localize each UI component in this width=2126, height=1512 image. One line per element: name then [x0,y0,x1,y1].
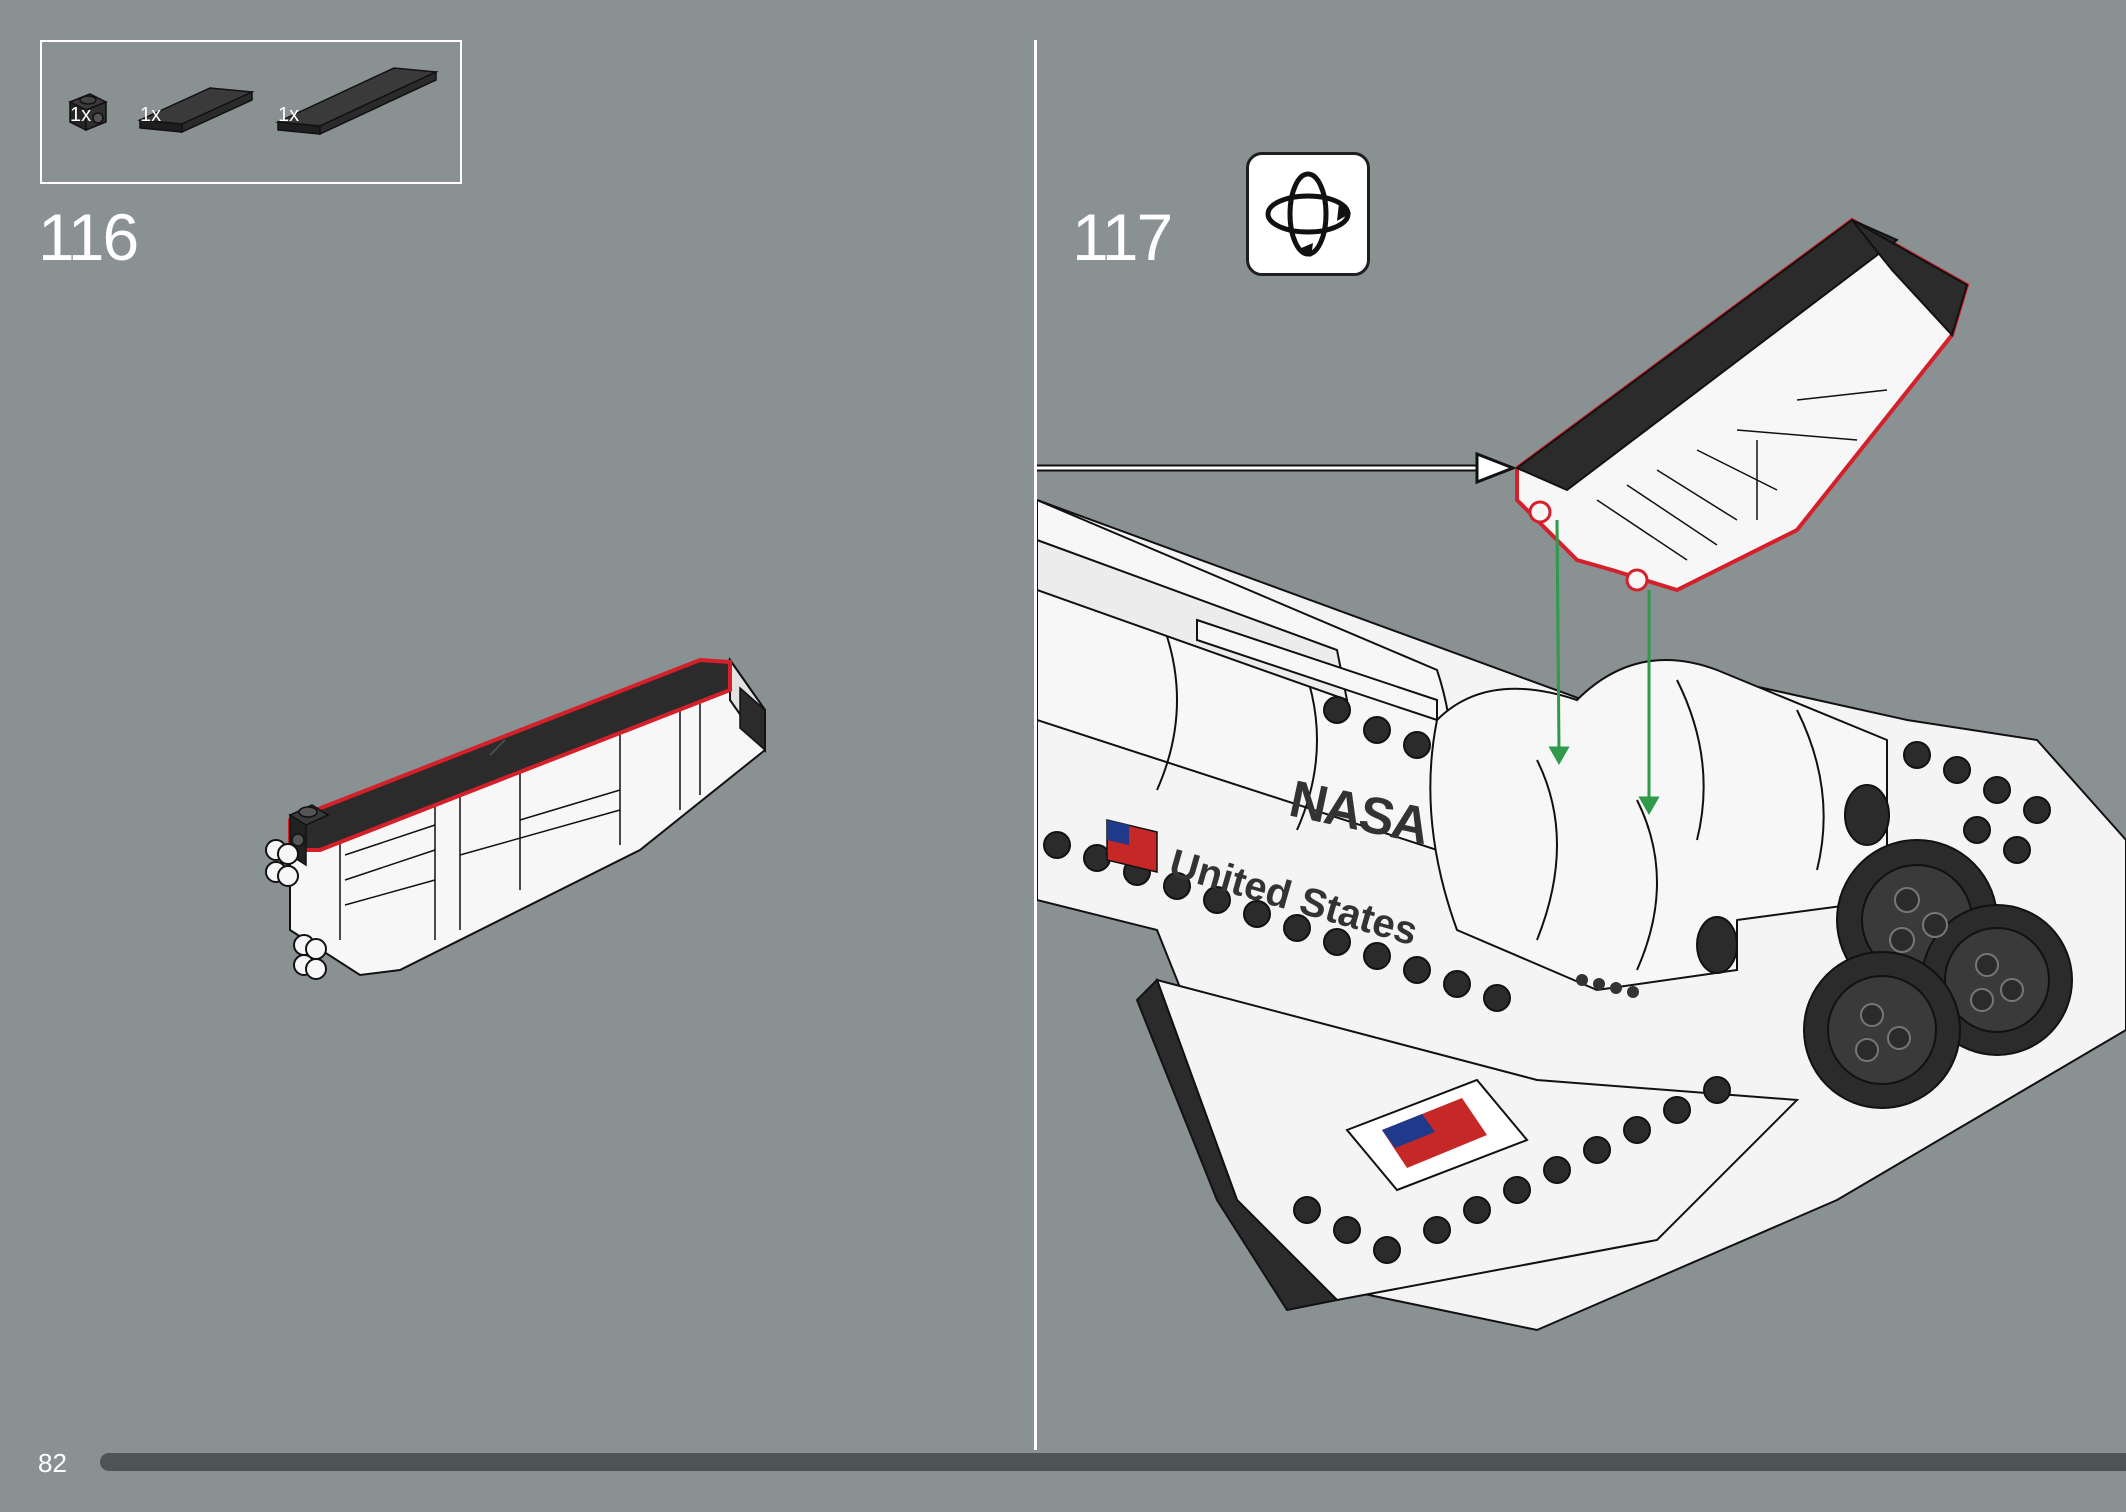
wing-flag-decal [1345,1078,1529,1192]
part-qty-bracket: 1x [70,104,92,126]
part-bracket [68,93,108,132]
part-qty-tile-long: 1x [278,104,300,126]
parts-callout [40,40,462,184]
studs [1043,696,2051,1012]
parts-callout-art [68,67,439,136]
step-number-116: 116 [38,200,139,274]
assembly-arrow-icon [1037,451,1518,485]
page-number: 82 [38,1448,67,1478]
main-engines [1696,784,2073,1109]
progress-bar [100,1453,2126,1471]
step-117-assembly: NASA United States [1037,217,2126,1332]
tail-fin-subassembly [1515,217,1970,593]
fuselage-flag-decal [1106,819,1158,873]
bar-connectors [265,839,327,980]
part-tile-long [275,67,439,136]
step-number-117: 117 [1072,200,1173,274]
page-divider [1034,40,1037,1450]
placement-arrows [1548,519,1660,816]
bracket-piece [288,804,330,867]
step-116-assembly [265,656,766,980]
wing-studs [1293,1076,1731,1264]
part-tile-short [137,87,255,134]
vent-dots [1576,974,1639,998]
part-qty-tile-short: 1x [140,104,162,126]
rotate-model-icon [1246,152,1370,276]
